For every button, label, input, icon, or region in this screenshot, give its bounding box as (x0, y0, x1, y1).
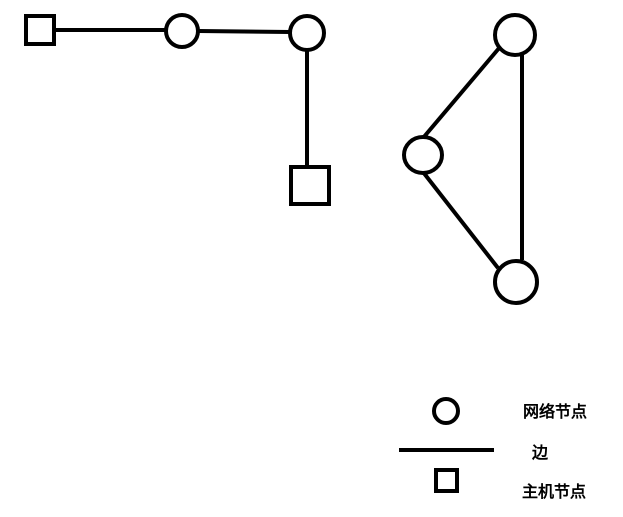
network-node-1 (164, 13, 200, 49)
legend-host-node-label: 主机节点 (522, 482, 586, 501)
edge-net1-net2 (197, 29, 291, 34)
edge-top-left (421, 45, 502, 140)
network-node-left (402, 135, 444, 175)
right-component (402, 13, 539, 305)
network-node-bottom (493, 259, 539, 305)
legend-network-node-icon (432, 397, 460, 425)
legend: 网络节点 边 主机节点 (399, 397, 587, 501)
legend-host-node-icon (434, 468, 459, 493)
host-node-1 (24, 14, 56, 46)
edge-left-bottom (421, 170, 500, 270)
network-node-2 (288, 14, 326, 52)
legend-network-node-label: 网络节点 (523, 402, 587, 421)
legend-edge-label: 边 (531, 443, 549, 462)
network-node-top (493, 13, 537, 57)
host-node-2 (289, 165, 331, 206)
left-component (24, 13, 331, 206)
